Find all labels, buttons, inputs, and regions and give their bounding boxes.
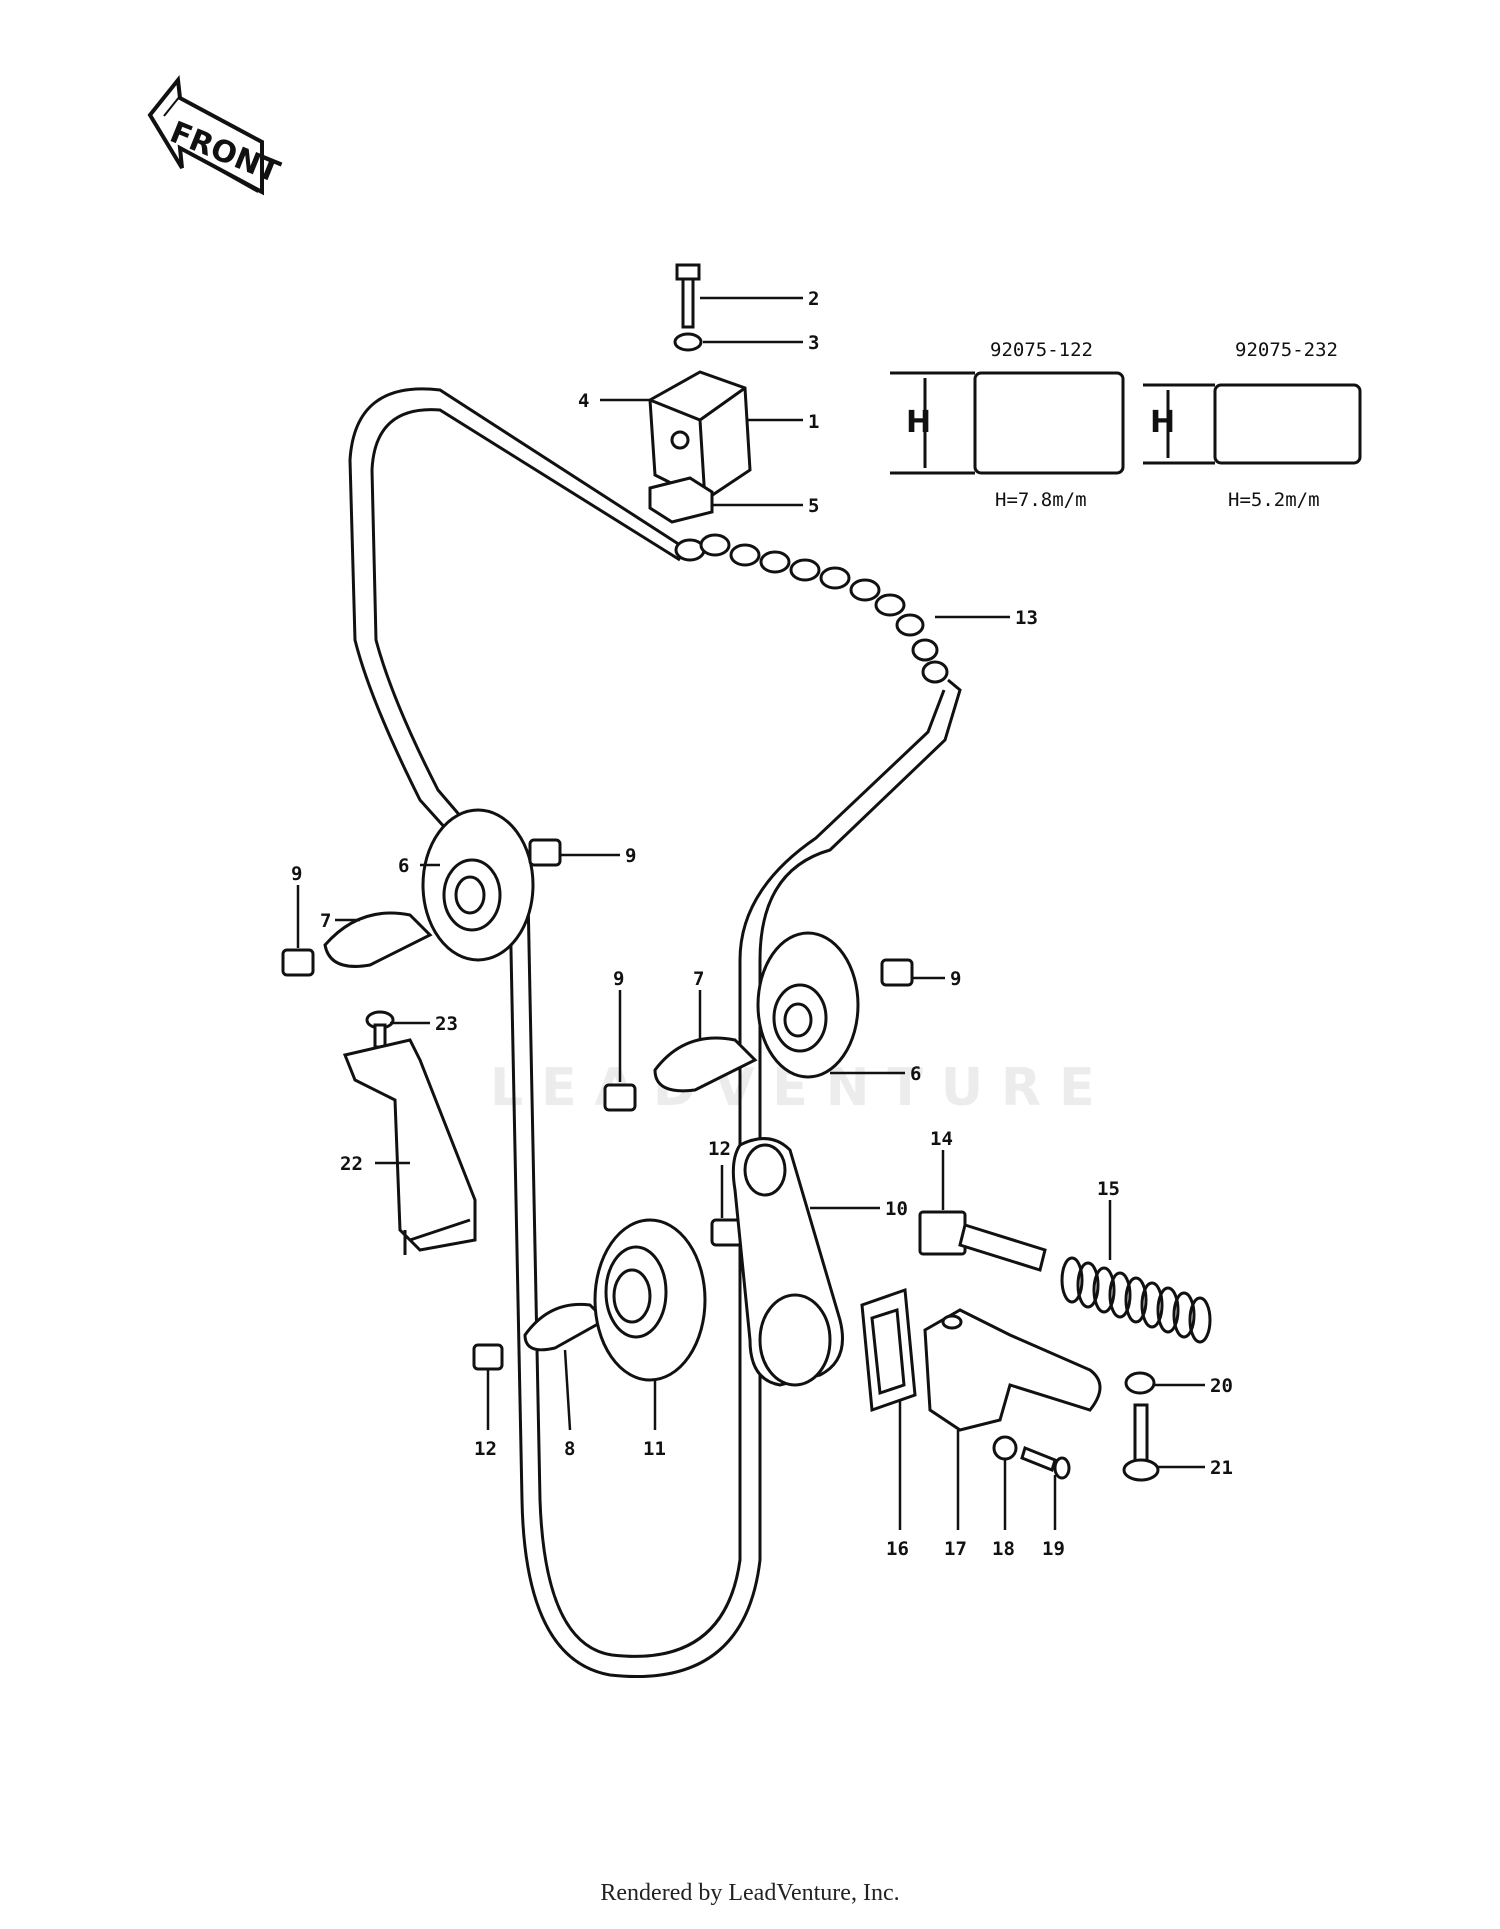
callout-21: 21: [1210, 1457, 1233, 1479]
pushrod: [918, 1210, 1047, 1272]
callout-1: 1: [808, 411, 819, 433]
idler-roller: [593, 1218, 707, 1382]
guide-shoe: [323, 911, 758, 1352]
front-arrow-icon: FRONT: [147, 74, 285, 196]
callout-6: 6: [910, 1063, 921, 1085]
cam-chain: [674, 533, 949, 684]
callout-9: 9: [950, 968, 961, 990]
dim-letter-right: H: [1150, 405, 1175, 440]
guide-block: [281, 838, 914, 1371]
callout-6: 6: [398, 855, 409, 877]
screw-icon: [365, 1010, 395, 1049]
tensioner-housing: [923, 1308, 1102, 1432]
callout-9: 9: [613, 968, 624, 990]
leader-lines: [296, 296, 1205, 1530]
guide-spec-left: [890, 371, 1125, 475]
dim-text-right: H=5.2m/m: [1228, 489, 1320, 511]
cam-chain-loop: [348, 387, 962, 1678]
damper-pad: [648, 476, 714, 524]
washer-icon: [992, 1435, 1018, 1461]
footer-credit: Rendered by LeadVenture, Inc.: [600, 1880, 900, 1906]
callout-15: 15: [1097, 1178, 1120, 1200]
callout-2: 2: [808, 288, 819, 310]
callout-12: 12: [708, 1138, 731, 1160]
dim-letter-left: H: [906, 405, 931, 440]
bolt-icon: [675, 263, 701, 329]
callout-9: 9: [291, 863, 302, 885]
part-number-right: 92075-232: [1235, 339, 1338, 361]
gasket: [860, 1287, 917, 1413]
callout-20: 20: [1210, 1375, 1233, 1397]
chain-guide-bracket: [648, 370, 752, 502]
callout-14: 14: [930, 1128, 953, 1150]
dim-text-left: H=7.8m/m: [995, 489, 1087, 511]
callout-10: 10: [885, 1198, 908, 1220]
callout-5: 5: [808, 495, 819, 517]
callout-7: 7: [320, 910, 331, 932]
guide-bracket: [342, 1038, 477, 1255]
sprocket-icon: [421, 808, 535, 962]
callouts: 2 3 4 1 5 13 9 6 9 7 23 22 9 7 9 6 12 10…: [291, 288, 1233, 1560]
callout-11: 11: [643, 1438, 666, 1460]
tensioner-arm: [731, 1137, 844, 1387]
callout-19: 19: [1042, 1538, 1065, 1560]
callout-9: 9: [625, 845, 636, 867]
callout-8: 8: [564, 1438, 575, 1460]
callout-4: 4: [578, 390, 589, 412]
callout-23: 23: [435, 1013, 458, 1035]
bolt-icon: [1020, 1445, 1071, 1480]
sprocket-icon: [756, 931, 860, 1079]
callout-17: 17: [944, 1538, 967, 1560]
callout-22: 22: [340, 1153, 363, 1175]
callout-16: 16: [886, 1538, 909, 1560]
spring-icon: [1060, 1256, 1212, 1344]
callout-12: 12: [474, 1438, 497, 1460]
washer-icon: [673, 332, 703, 352]
nut-icon: [1124, 1371, 1156, 1395]
bolt-icon: [1122, 1403, 1160, 1482]
callout-18: 18: [992, 1538, 1015, 1560]
callout-13: 13: [1015, 607, 1038, 629]
callout-7: 7: [693, 968, 704, 990]
part-number-left: 92075-122: [990, 339, 1093, 361]
callout-3: 3: [808, 332, 819, 354]
guide-spec-right: [1143, 383, 1362, 465]
